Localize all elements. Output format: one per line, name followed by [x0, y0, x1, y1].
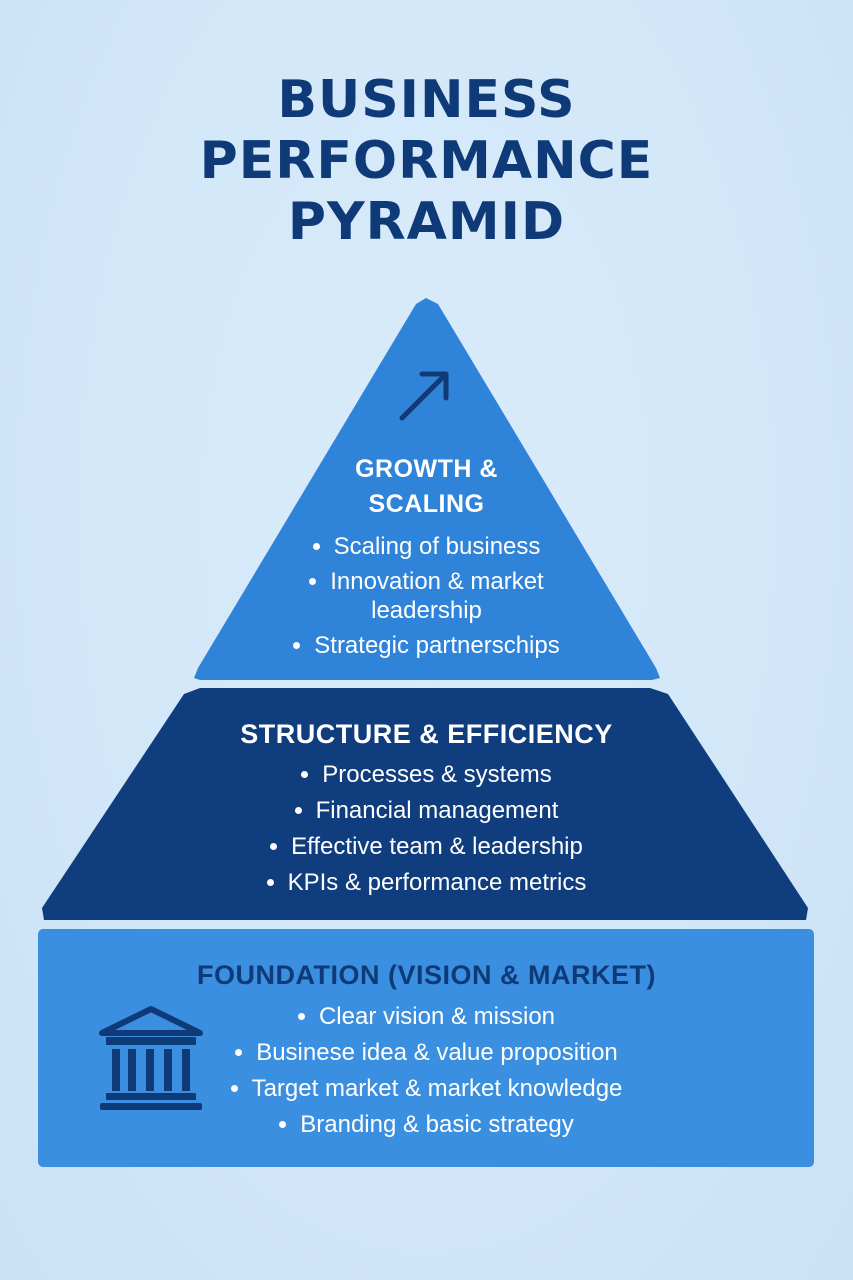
list-item: Effective team & leadership: [0, 829, 853, 865]
list-item: Scaling of business: [0, 531, 853, 562]
arrow-up-right-icon: [399, 371, 449, 421]
bullet-dot: [309, 577, 317, 585]
institution-building-icon: [99, 1006, 203, 1110]
bullet-dot: [266, 878, 274, 886]
bullet-dot: [301, 770, 309, 778]
growth-heading-line-2: SCALING: [368, 490, 485, 518]
bullet-dot: [235, 1048, 243, 1056]
list-item: Strategic partnerschips: [0, 630, 853, 661]
title-line-2: PERFORMANCE: [199, 131, 654, 191]
bullet-dot: [294, 806, 302, 814]
bullet-text: Branding & basic strategy: [300, 1111, 574, 1138]
bullet-text: Scaling of business: [333, 533, 541, 560]
bullet-dot: [279, 1120, 287, 1128]
page-title: BUSINESS PERFORMANCE PYRAMID: [0, 70, 853, 253]
list-item: Clear vision & mission: [0, 999, 853, 1035]
bullet-text: KPIs & performance metrics: [287, 869, 587, 896]
bullet-text: Target market & market knowledge: [251, 1075, 623, 1102]
bullet-dot: [230, 1084, 238, 1092]
structure-heading: STRUCTURE & EFFICIENCY: [240, 719, 613, 749]
foundation-heading: FOUNDATION (VISION & MARKET): [197, 960, 656, 990]
bullet-text: Clear vision & mission: [318, 1003, 556, 1030]
bullet-dot: [293, 641, 301, 649]
structure-bullet-list: Processes & systems Financial management…: [0, 757, 853, 901]
bullet-dot: [312, 542, 320, 550]
growth-heading: GROWTH & SCALING: [0, 452, 853, 522]
list-item: Target market & market knowledge: [0, 1071, 853, 1107]
list-item: Branding & basic strategy: [0, 1107, 853, 1143]
list-item: KPIs & performance metrics: [0, 865, 853, 901]
bullet-text: Effective team & leadership: [291, 833, 583, 860]
pyramid-tier-foundation: [38, 929, 814, 1167]
list-item: Businese idea & value proposition: [0, 1035, 853, 1071]
list-item: Financial management: [0, 793, 853, 829]
bullet-text: Strategic partnerschips: [314, 632, 560, 659]
bullet-text: Businese idea & value proposition: [256, 1039, 618, 1066]
pyramid-tier-structure: [42, 688, 808, 920]
bullet-text: Financial management: [315, 797, 559, 824]
bullet-text-continued: leadership: [371, 597, 482, 624]
bullet-text: Processes & systems: [322, 761, 552, 788]
growth-heading-line-1: GROWTH &: [355, 455, 498, 483]
title-line-1: BUSINESS: [277, 70, 576, 130]
bullet-dot: [270, 842, 278, 850]
bullet-dot: [297, 1012, 305, 1020]
bullet-text: Innovation & market: [330, 568, 544, 595]
foundation-bullet-list: Clear vision & mission Businese idea & v…: [0, 999, 853, 1143]
list-item: Processes & systems: [0, 757, 853, 793]
title-line-3: PYRAMID: [287, 192, 566, 252]
